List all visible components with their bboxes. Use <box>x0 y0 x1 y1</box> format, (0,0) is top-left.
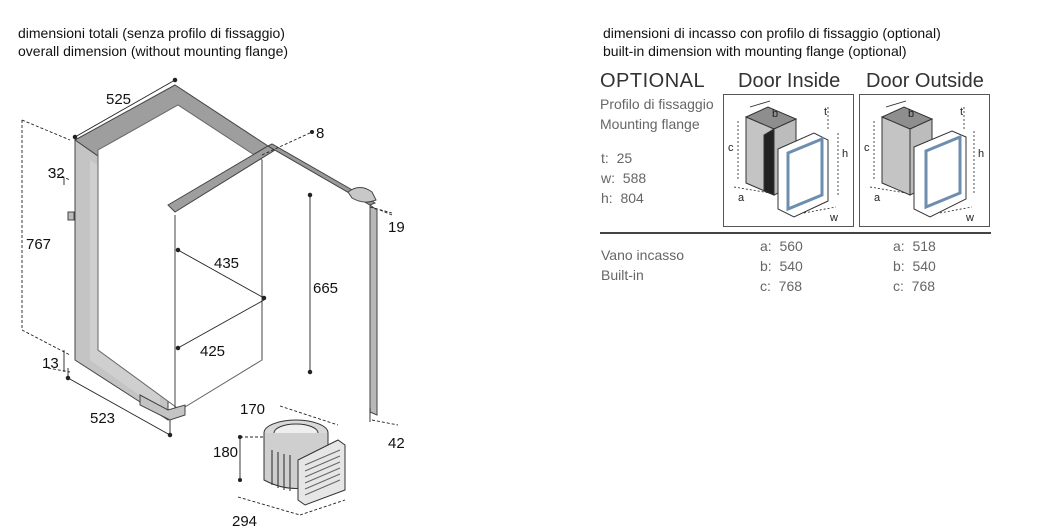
door-outside-diagram: c b t h a w <box>864 100 984 224</box>
dim-665: 665 <box>313 280 338 297</box>
label-b: b <box>772 108 778 120</box>
right-header: dimensioni di incasso con profilo di fis… <box>603 24 941 60</box>
flange-label-it: Profilo di fissaggio <box>600 96 714 112</box>
left-header: dimensioni totali (senza profilo di fiss… <box>18 24 288 60</box>
dim-767: 767 <box>26 236 51 253</box>
label-t: t <box>824 106 827 118</box>
flange-specs: t: 25 w: 588 h: 804 <box>601 148 646 208</box>
section-divider <box>600 232 991 234</box>
dim-525: 525 <box>106 91 131 108</box>
dim-19: 19 <box>388 219 405 236</box>
label-c: c <box>728 142 734 154</box>
label-t: t <box>960 106 963 118</box>
inside-row-c: c: 768 <box>760 278 803 294</box>
fridge-drawing: 525 767 32 13 523 8 435 425 665 19 42 17… <box>21 77 405 530</box>
flange-label-en: Mounting flange <box>600 116 700 132</box>
optional-title: OPTIONAL <box>600 70 706 92</box>
label-b: b <box>908 108 914 120</box>
label-h: h <box>842 148 848 160</box>
outside-row-b: b: 540 <box>893 258 936 274</box>
spec-t: t: 25 <box>601 150 633 166</box>
door-outside-title: Door Outside <box>866 70 984 92</box>
dim-180: 180 <box>213 444 238 461</box>
dim-523: 523 <box>90 410 115 427</box>
dim-42: 42 <box>388 435 405 452</box>
door-inside-diagram: c b t h a w <box>728 100 848 224</box>
door-outside-panel: c b t h a w <box>859 94 990 227</box>
outside-row-a: a: 518 <box>893 238 936 254</box>
left-header-line2: overall dimension (without mounting flan… <box>18 43 289 59</box>
flange-label: Profilo di fissaggio Mounting flange <box>600 94 714 134</box>
built-in-door-outside: a: 518 b: 540 c: 768 <box>893 236 936 296</box>
inside-row-a: a: 560 <box>760 238 803 254</box>
label-a: a <box>874 192 881 204</box>
dim-294: 294 <box>232 513 257 530</box>
label-w: w <box>965 212 974 224</box>
built-in-door-inside: a: 560 b: 540 c: 768 <box>760 236 803 296</box>
inside-row-b: b: 540 <box>760 258 803 274</box>
spec-h: h: 804 <box>601 190 644 206</box>
dim-8: 8 <box>316 125 324 142</box>
door-handle <box>347 187 377 203</box>
right-header-line2: built-in dimension with mounting flange … <box>603 43 907 59</box>
label-c: c <box>864 142 870 154</box>
door-inside-panel: c b t h a w <box>723 94 854 227</box>
label-a: a <box>738 192 745 204</box>
built-in-label-en: Built-in <box>601 267 644 283</box>
compressor-unit <box>263 419 346 506</box>
right-header-line1: dimensioni di incasso con profilo di fis… <box>603 25 941 41</box>
built-in-label: Vano incasso Built-in <box>601 245 684 285</box>
dim-170: 170 <box>240 401 265 418</box>
dim-32: 32 <box>48 165 65 182</box>
label-w: w <box>829 212 838 224</box>
spec-w: w: 588 <box>601 170 647 186</box>
dim-425: 425 <box>200 343 225 360</box>
built-in-label-it: Vano incasso <box>601 247 685 263</box>
dim-435: 435 <box>214 255 239 272</box>
label-h: h <box>978 148 984 160</box>
dim-13: 13 <box>42 355 59 372</box>
door-inside-title: Door Inside <box>738 70 841 92</box>
outside-row-c: c: 768 <box>893 278 936 294</box>
left-header-line1: dimensioni totali (senza profilo di fiss… <box>18 25 285 41</box>
